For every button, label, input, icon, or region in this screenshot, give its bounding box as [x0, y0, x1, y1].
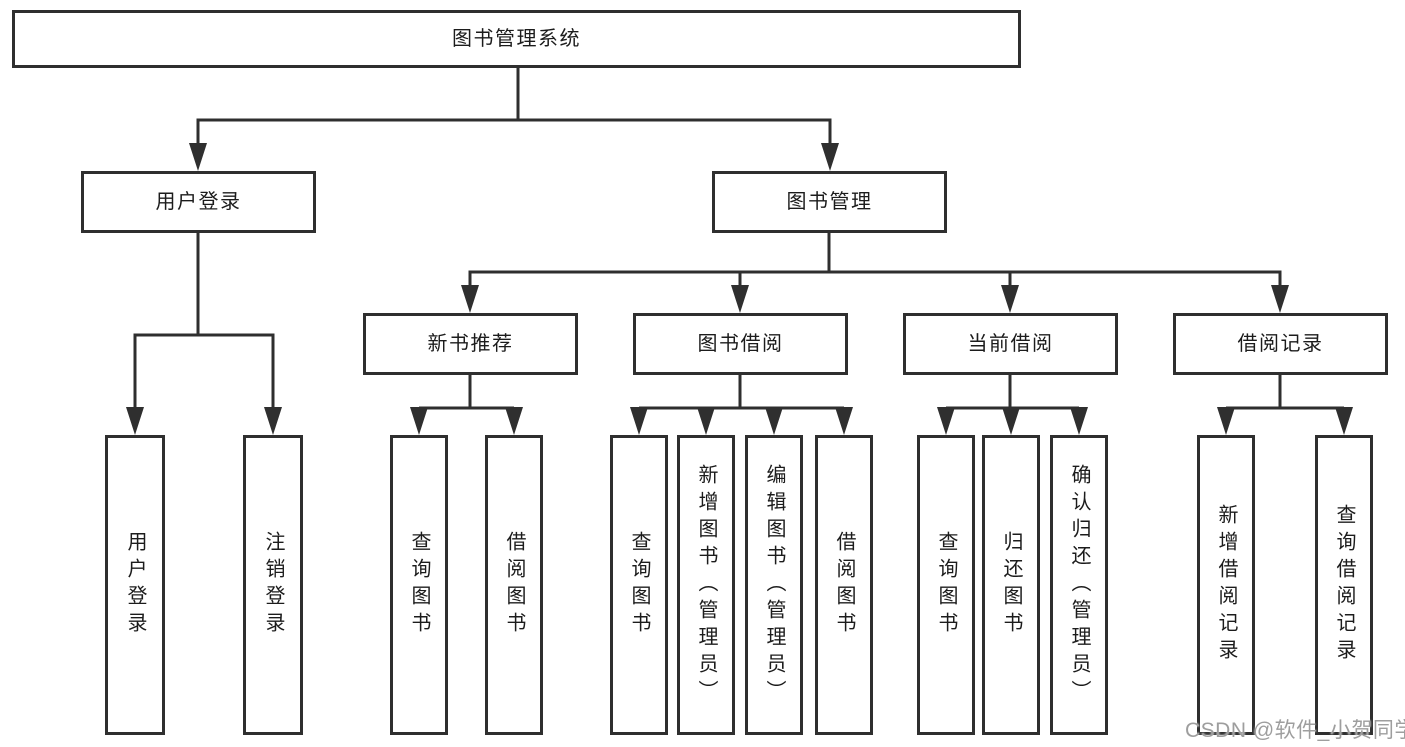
node-book-management: 图书管理: [712, 171, 947, 233]
leaf-borrow-books: 借阅图书: [815, 435, 873, 735]
node-book-borrowing: 图书借阅: [633, 313, 848, 375]
node-borrowing-records: 借阅记录: [1173, 313, 1388, 375]
node-root-library-system: 图书管理系统: [12, 10, 1021, 68]
leaf-query-borrow-record: 查询借阅记录: [1315, 435, 1373, 735]
leaf-return-books: 归还图书: [982, 435, 1040, 735]
leaf-confirm-return-admin: 确认归还（管理员）: [1050, 435, 1108, 735]
csdn-watermark: CSDN @软件_小贺同学: [1185, 719, 1405, 742]
leaf-logout: 注销登录: [243, 435, 303, 735]
leaf-edit-books-admin: 编辑图书（管理员）: [745, 435, 803, 735]
node-current-borrowing: 当前借阅: [903, 313, 1118, 375]
node-user-login: 用户登录: [81, 171, 316, 233]
leaf-add-borrow-record: 新增借阅记录: [1197, 435, 1255, 735]
leaf-borrow-books-recommend: 借阅图书: [485, 435, 543, 735]
leaf-query-books-borrow: 查询图书: [610, 435, 668, 735]
leaf-user-login: 用户登录: [105, 435, 165, 735]
leaf-query-books-recommend: 查询图书: [390, 435, 448, 735]
leaf-add-books-admin: 新增图书（管理员）: [677, 435, 735, 735]
node-new-book-recommend: 新书推荐: [363, 313, 578, 375]
leaf-query-books-current: 查询图书: [917, 435, 975, 735]
